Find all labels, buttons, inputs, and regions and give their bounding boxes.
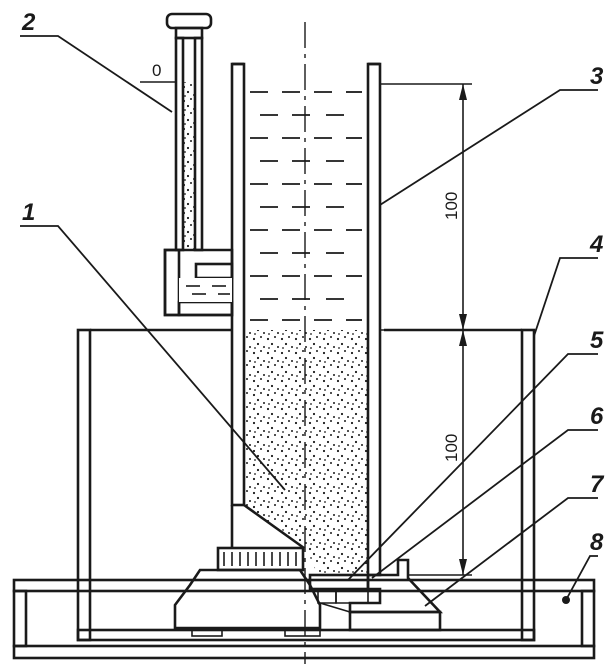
sand-sample [244,330,368,575]
callout-5: 5 [590,327,604,354]
tray [12,578,596,660]
callout-3: 3 [590,63,604,90]
dimension-lines: 100 100 [380,83,472,576]
callout-8: 8 [590,529,604,556]
callout-labels: 2 1 3 4 5 6 7 8 [21,9,605,556]
callout-6: 6 [590,403,604,430]
leader-lines [20,35,598,607]
piezometer: 0 [140,12,234,317]
sample-height-dimension: 100 [442,434,461,462]
piezometer-zero-mark: 0 [152,61,161,80]
callout-4: 4 [589,231,603,258]
water-column-dimension: 100 [442,192,461,220]
callout-2: 2 [21,9,36,36]
water-fill [250,91,362,321]
callout-7: 7 [590,471,605,498]
callout-1: 1 [22,199,35,226]
filtration-tube [230,62,382,577]
bottom-fittings [308,558,444,614]
